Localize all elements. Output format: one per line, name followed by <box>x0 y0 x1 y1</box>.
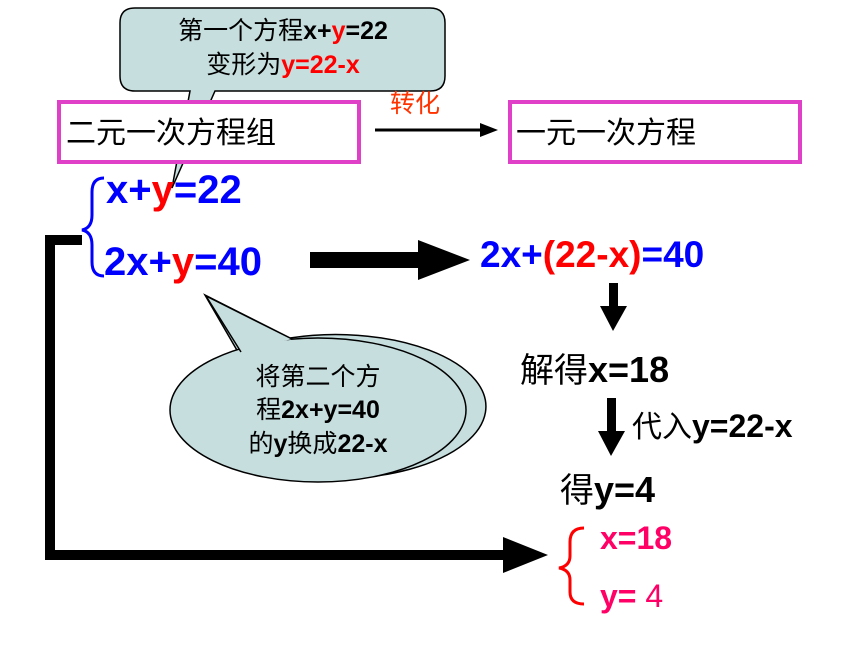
bottom-callout-line2-eq: 2x+y=40 <box>281 396 380 424</box>
step-substitute-prefix: 代入 <box>632 410 692 445</box>
answer-brace <box>558 526 585 606</box>
substitute-arrow <box>310 240 470 280</box>
bottom-callout-line2-prefix: 程 <box>256 395 282 424</box>
system-eq1-a: x+ <box>106 168 152 212</box>
loop-arrow <box>45 235 548 573</box>
substituted-middle: (22-x) <box>542 234 642 275</box>
top-callout-line2-eq: y=22-x <box>281 51 360 79</box>
answer-y-value: 4 <box>636 578 664 614</box>
left-box <box>57 100 361 164</box>
top-callout-eq-b: =22 <box>345 17 388 45</box>
step-substitute: 代入y=22-x <box>632 402 793 446</box>
top-callout-line2-prefix: 变形为 <box>206 50 282 79</box>
top-callout-line1: 第一个方程x+y=22 <box>128 14 438 48</box>
step-solve-eq: x=18 <box>588 349 670 390</box>
bottom-callout-line3-prefix: 的 <box>248 429 274 458</box>
down-arrow-2 <box>598 398 625 456</box>
step-result-eq: y=4 <box>594 469 656 510</box>
bottom-callout-line3-var: y <box>273 430 288 458</box>
substituted-right: =40 <box>641 234 705 275</box>
transform-label: 转化 <box>390 89 441 118</box>
answer-y-label: y= <box>600 578 637 614</box>
substituted-equation: 2x+(22-x)=40 <box>480 234 704 276</box>
system-equation-1: x+y=22 <box>106 168 242 213</box>
top-callout-eq-var: y <box>331 17 346 45</box>
transform-arrow <box>375 123 498 137</box>
bottom-callout-text: 将第二个方 程2x+y=40 的y换成22-x <box>188 360 448 461</box>
step-result-prefix: 得 <box>560 471 594 511</box>
top-callout-eq-a: x+ <box>303 17 332 45</box>
right-box <box>508 100 802 164</box>
system-brace <box>81 176 105 278</box>
bottom-callout-line3: 的y换成22-x <box>188 427 448 461</box>
step-result: 得y=4 <box>560 463 655 512</box>
top-callout-line2: 变形为y=22-x <box>128 48 438 82</box>
right-box-label: 一元一次方程 <box>516 116 696 151</box>
system-eq1-b: =22 <box>173 168 242 212</box>
top-callout-prefix: 第一个方程 <box>178 16 304 45</box>
substituted-left: 2x+ <box>480 234 543 275</box>
bottom-callout-line2: 程2x+y=40 <box>188 393 448 427</box>
system-eq2-var: y <box>171 240 195 284</box>
left-box-label: 二元一次方程组 <box>66 116 276 151</box>
step-solve-prefix: 解得 <box>520 351 588 391</box>
bottom-callout-line3-eq: 22-x <box>337 430 388 458</box>
bottom-callout-line1: 将第二个方 <box>255 362 381 391</box>
top-callout-text: 第一个方程x+y=22 变形为y=22-x <box>128 14 438 82</box>
bottom-callout-line3-mid: 换成 <box>287 429 338 458</box>
system-eq1-var: y <box>151 168 174 212</box>
step-substitute-eq: y=22-x <box>692 408 793 444</box>
system-eq2-a: 2x+ <box>104 240 172 284</box>
system-equation-2: 2x+y=40 <box>104 240 262 285</box>
down-arrow-1 <box>600 283 627 331</box>
system-eq2-b: =40 <box>194 240 262 284</box>
answer-y: y= 4 <box>600 578 663 615</box>
bottom-callout-body <box>169 337 467 483</box>
step-solve: 解得x=18 <box>520 343 669 392</box>
answer-x: x=18 <box>600 520 673 556</box>
